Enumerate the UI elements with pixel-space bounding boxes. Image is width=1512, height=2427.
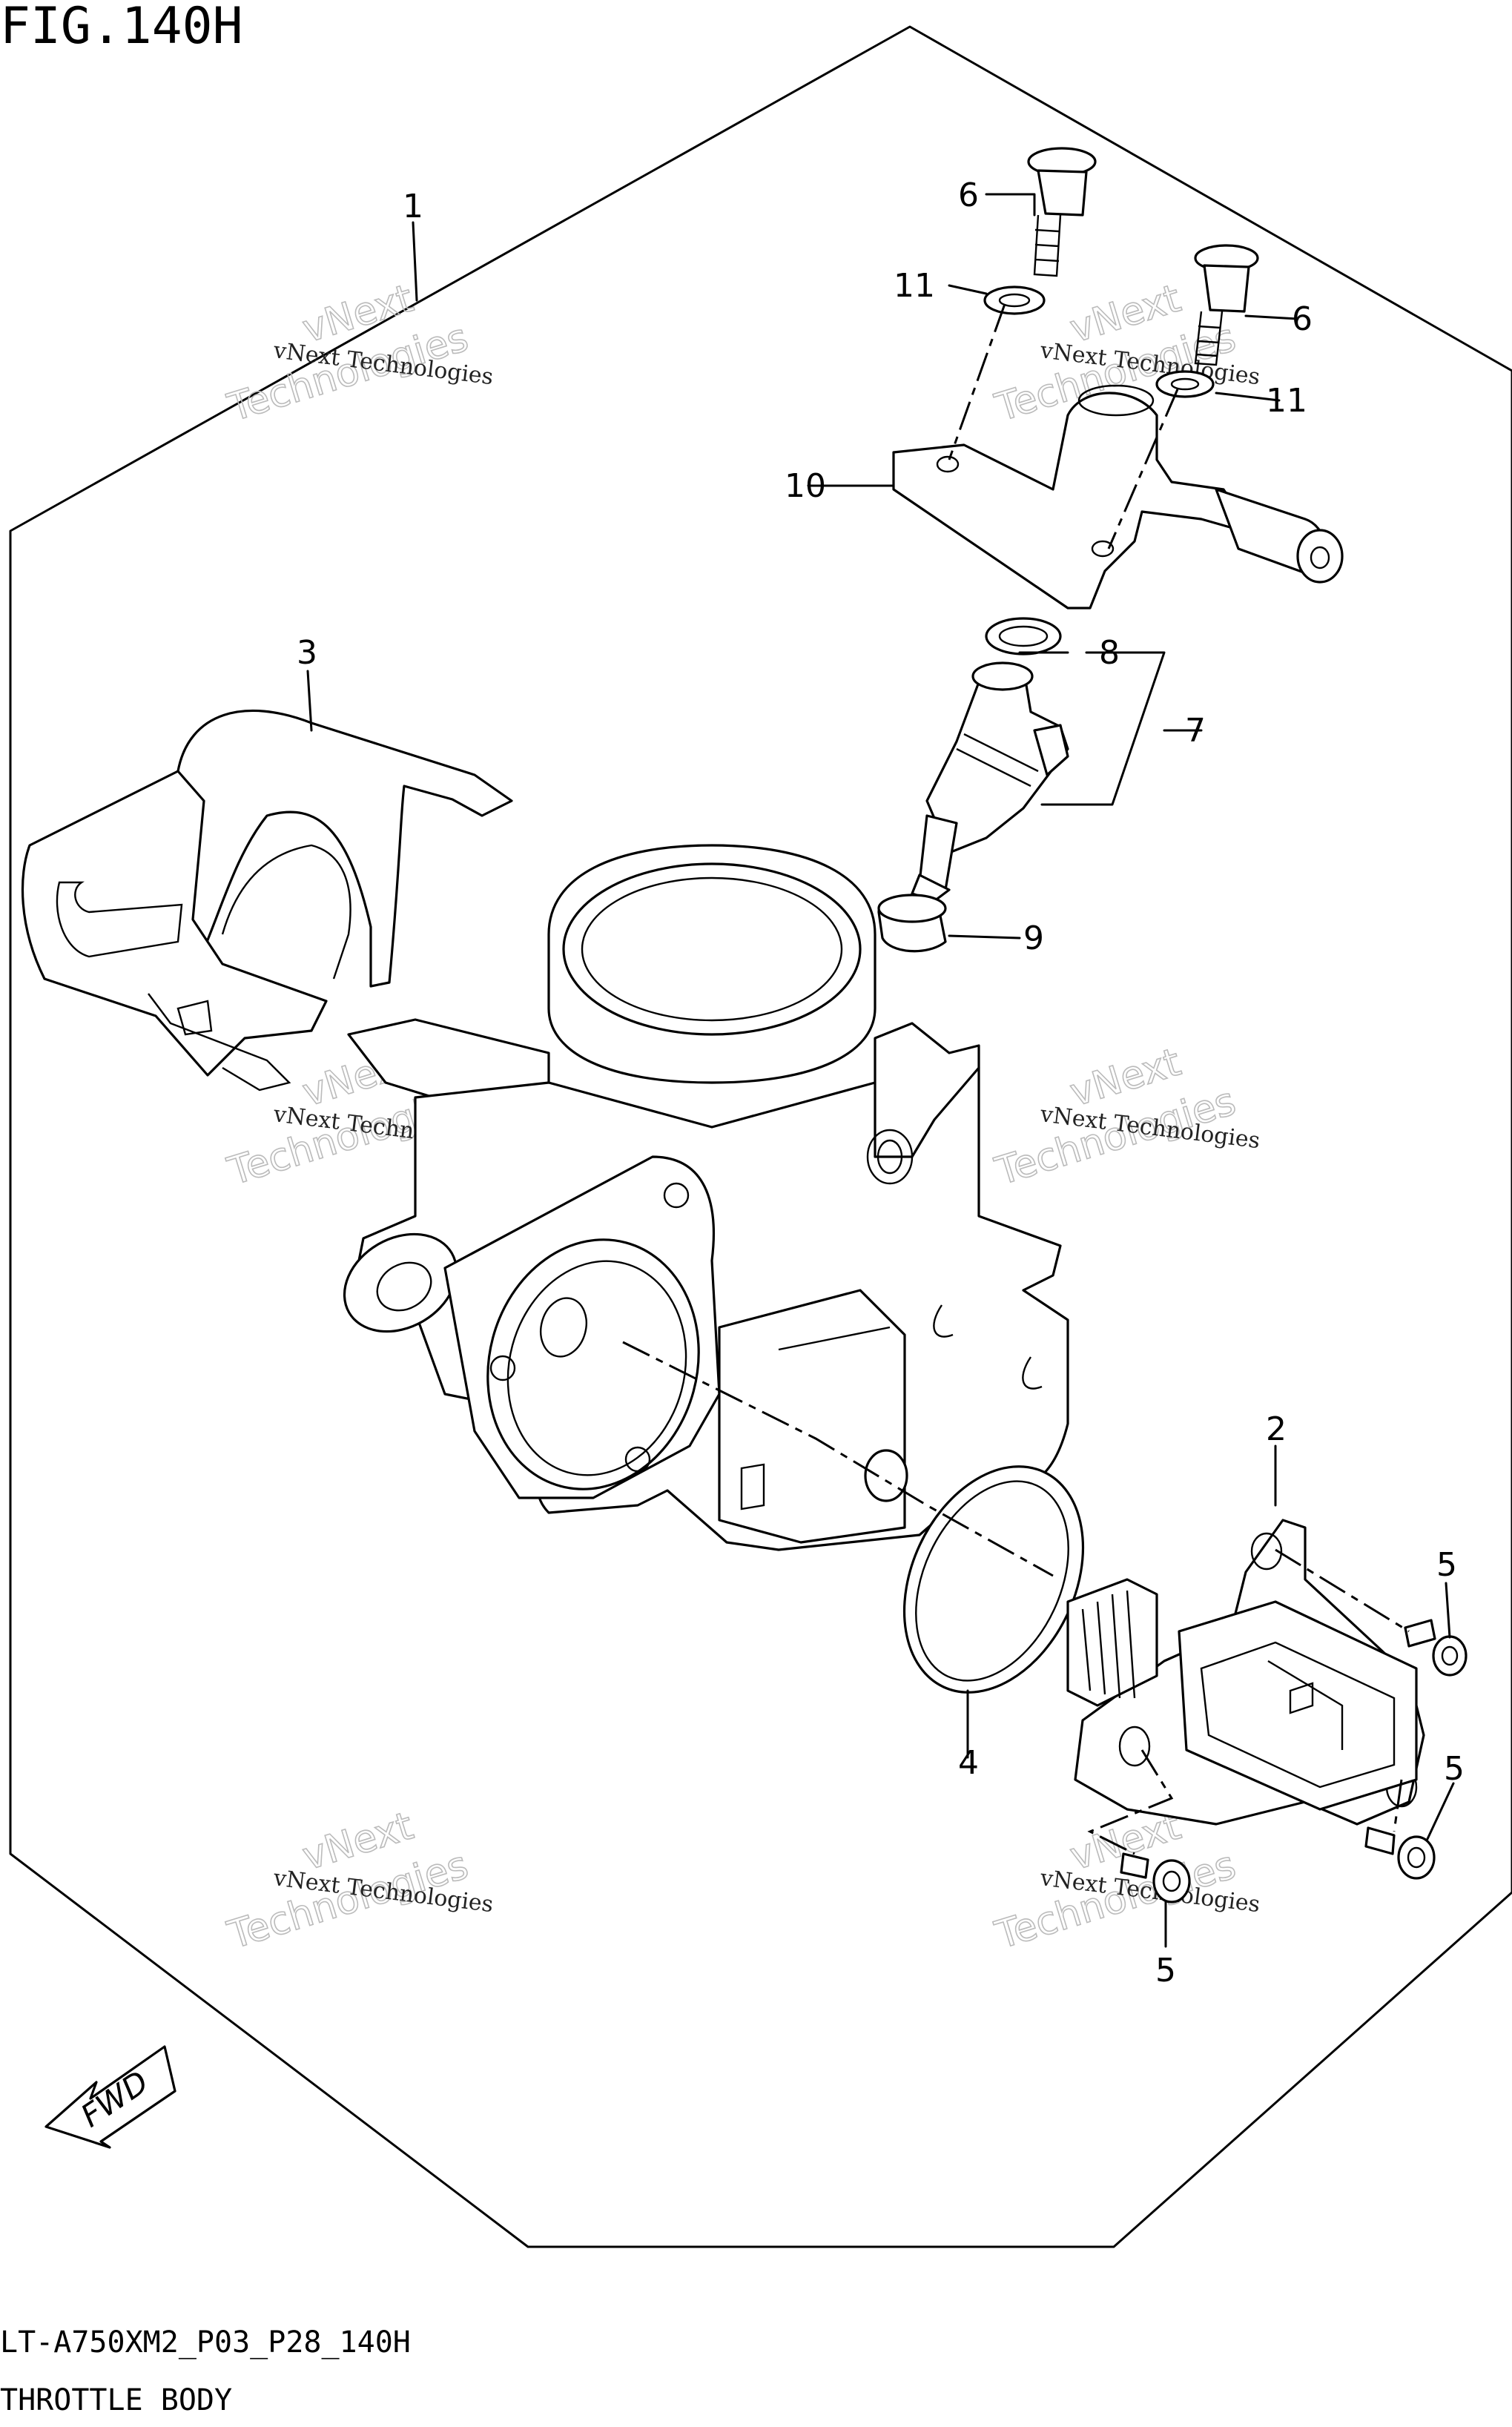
part-3-bracket bbox=[21, 709, 513, 1092]
callout-10: 10 bbox=[785, 467, 826, 505]
callout-4: 4 bbox=[958, 1744, 979, 1782]
callout-7: 7 bbox=[1185, 712, 1206, 750]
callout-6a: 6 bbox=[958, 176, 979, 214]
part-11-washer-a-hole bbox=[998, 293, 1031, 308]
fwd-arrow: FWD bbox=[44, 2045, 176, 2149]
leader-lines bbox=[306, 193, 1455, 1948]
watermark-top-left: vNext Technologies vNext Technologies bbox=[222, 276, 495, 432]
watermark-mid-right: vNext Technologies vNext Technologies bbox=[990, 1040, 1262, 1195]
figure-title: FIG.140H bbox=[0, 0, 243, 56]
part-5-screw-c bbox=[1120, 1852, 1191, 1903]
callout-6b: 6 bbox=[1292, 300, 1313, 338]
callout-3: 3 bbox=[297, 634, 317, 672]
part-6-screw-a bbox=[1027, 147, 1097, 277]
part-7-injector bbox=[911, 661, 1069, 902]
part-1-throttle-body bbox=[343, 844, 1069, 1551]
part-11-washer-a bbox=[983, 285, 1046, 315]
callout-5c: 5 bbox=[1155, 1952, 1176, 1990]
part-11-washer-b bbox=[1155, 370, 1215, 398]
part-6-screw-b bbox=[1194, 244, 1259, 366]
callout-11a: 11 bbox=[894, 267, 935, 305]
part-8-o-ring-inner bbox=[998, 625, 1049, 647]
assembly-outline bbox=[9, 25, 1512, 2248]
callout-1: 1 bbox=[403, 188, 423, 225]
part-5-screw-b bbox=[1364, 1826, 1436, 1880]
part-10-delivery-pipe bbox=[892, 384, 1344, 610]
callout-9: 9 bbox=[1023, 919, 1044, 957]
watermark-bottom-left: vNext Technologies vNext Technologies bbox=[222, 1803, 495, 1959]
part-9-seal bbox=[877, 894, 947, 953]
assembly-line-screw-a-side bbox=[1275, 1548, 1410, 1633]
callout-8: 8 bbox=[1099, 634, 1120, 672]
callout-2: 2 bbox=[1266, 1410, 1287, 1448]
assembly-line-screw-b bbox=[1107, 389, 1179, 549]
callout-5b: 5 bbox=[1444, 1750, 1465, 1788]
watermark-bottom-right: vNext Technologies vNext Technologies bbox=[990, 1803, 1262, 1959]
callout-11b: 11 bbox=[1266, 382, 1307, 420]
assembly-line-screw-b-side bbox=[1393, 1779, 1403, 1832]
assembly-line-gasket bbox=[622, 1341, 1054, 1577]
part-11-washer-b-hole bbox=[1170, 377, 1200, 391]
assembly-line-screw-c-side bbox=[1087, 1749, 1174, 1855]
model-code: LT-A750XM2_P03_P28_140H bbox=[0, 2325, 411, 2360]
callout-5a: 5 bbox=[1436, 1546, 1457, 1584]
part-8-o-ring bbox=[985, 617, 1062, 656]
assembly-line-screw-a bbox=[948, 303, 1006, 460]
figure-caption: THROTTLE BODY bbox=[0, 2383, 232, 2417]
part-5-screw-a bbox=[1404, 1619, 1468, 1677]
part-2-sensor bbox=[1066, 1519, 1425, 1826]
